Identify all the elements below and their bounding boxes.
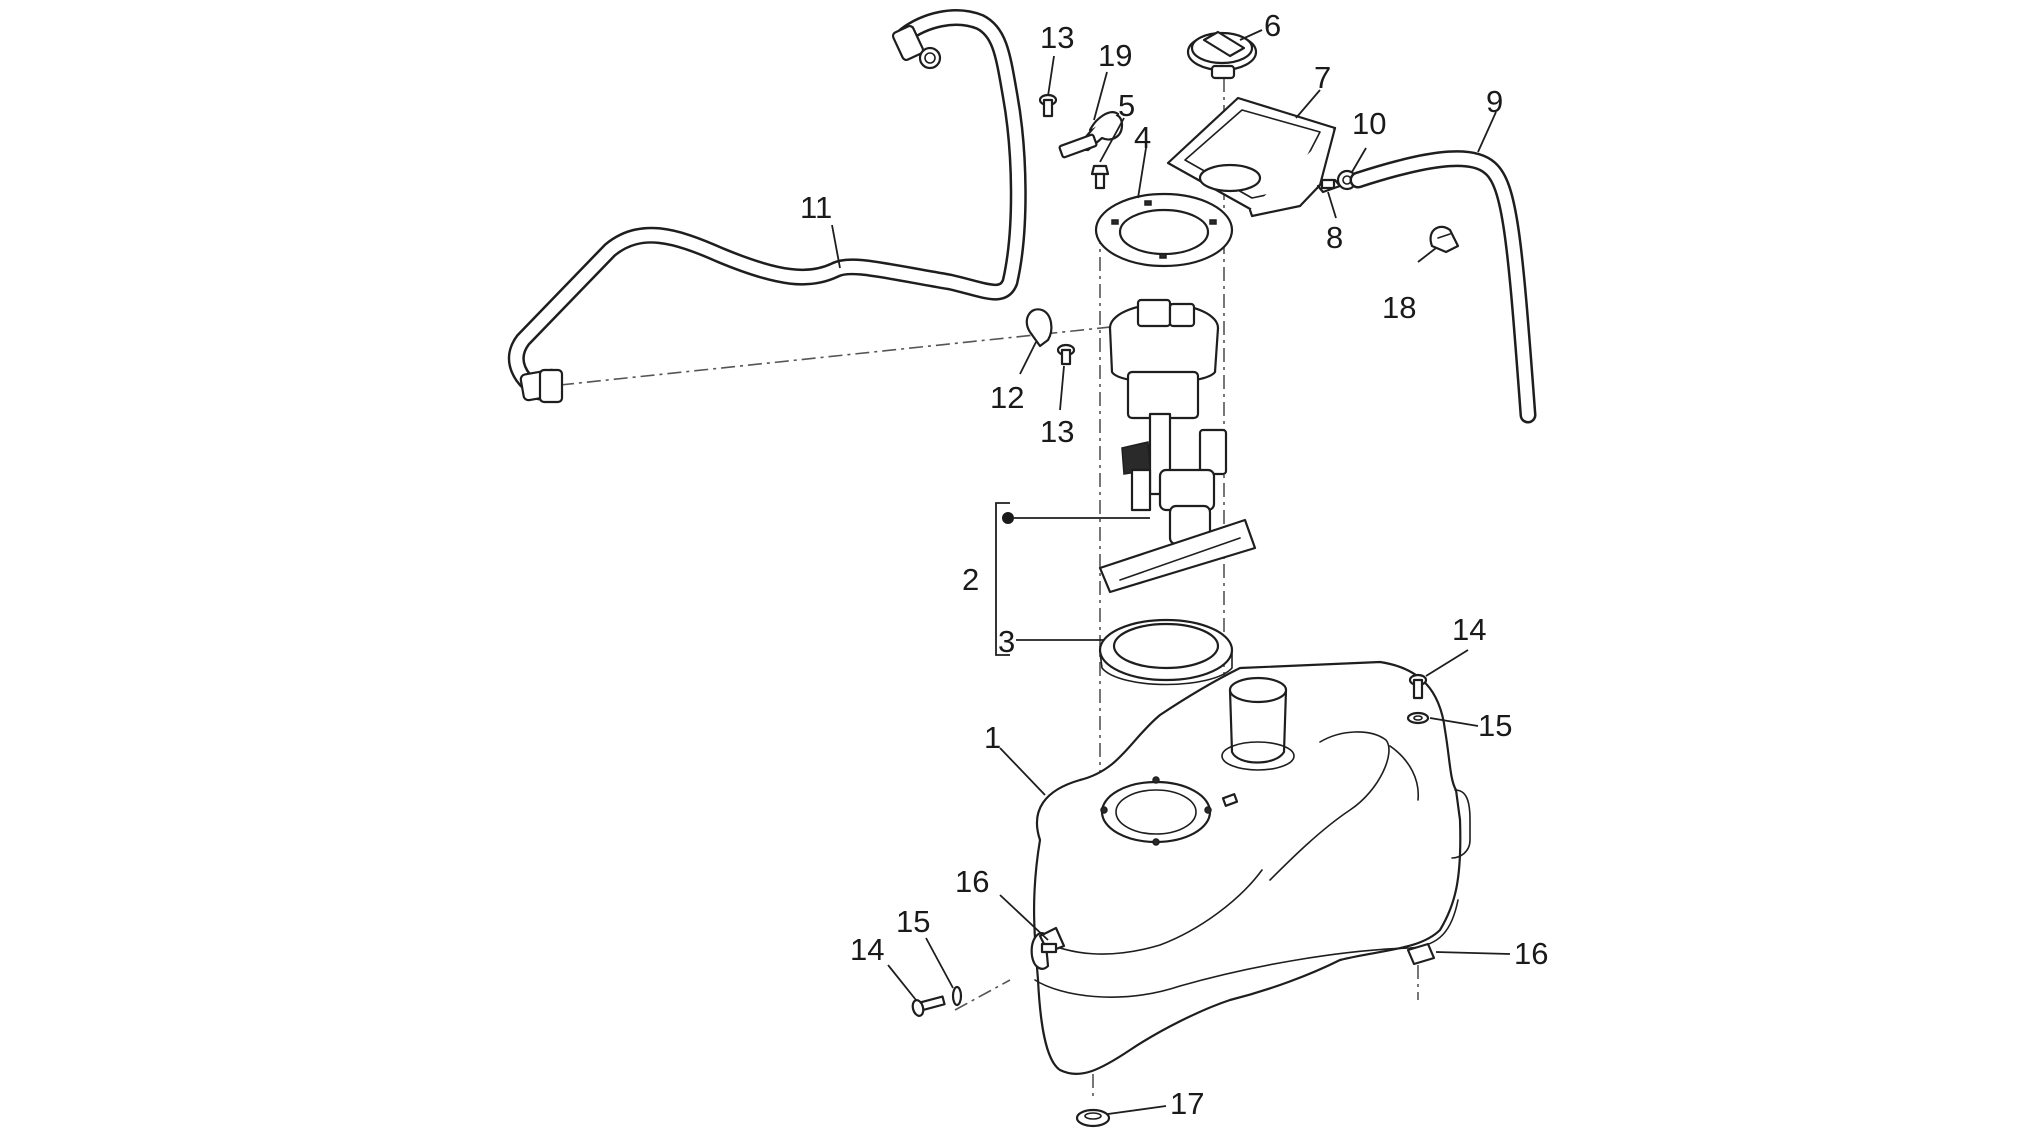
callout-6: 6 — [1264, 8, 1281, 43]
callout-15-left: 15 — [896, 904, 930, 939]
callout-5: 5 — [1118, 88, 1135, 123]
leader-lines — [831, 29, 1511, 1115]
screw-13-top — [1038, 93, 1058, 118]
hose-clamp-top — [1058, 111, 1124, 159]
callout-11: 11 — [800, 190, 832, 225]
bolt-14-left — [911, 995, 946, 1017]
callout-18: 18 — [1382, 290, 1416, 325]
clip-nut-16-left — [1038, 926, 1066, 954]
callout-15-right: 15 — [1478, 708, 1512, 743]
callout-19: 19 — [1098, 38, 1132, 73]
washer-15-left — [951, 985, 963, 1007]
grommet-17 — [1075, 1108, 1111, 1128]
callout-16-left: 16 — [955, 864, 989, 899]
bullet-dot — [1002, 512, 1014, 524]
callout-14-left: 14 — [850, 932, 884, 967]
fuel-pump-assembly — [1098, 298, 1257, 594]
callout-2: 2 — [962, 562, 979, 597]
callout-8: 8 — [1326, 220, 1343, 255]
bolt-14-right — [1408, 673, 1428, 700]
drain-hose — [1349, 150, 1537, 424]
callout-17: 17 — [1170, 1086, 1204, 1121]
pump-retaining-ring — [1094, 192, 1234, 268]
filler-tray — [1166, 96, 1337, 218]
callout-13-lower: 13 — [1040, 414, 1074, 449]
hose-clamp-18 — [1429, 225, 1460, 254]
hose-clip-12 — [1025, 308, 1053, 348]
callout-9: 9 — [1486, 84, 1503, 119]
callout-1: 1 — [984, 720, 1001, 755]
callout-16-right: 16 — [1514, 936, 1548, 971]
callout-3: 3 — [998, 624, 1015, 659]
callout-10: 10 — [1352, 106, 1386, 141]
clip-nut-16-right — [1406, 942, 1436, 966]
fuel-hose-long — [507, 9, 1027, 404]
callout-numbers: 1 2 3 4 5 6 7 8 9 10 11 12 13 13 14 14 1… — [800, 8, 1548, 1121]
callout-14-right: 14 — [1452, 612, 1486, 647]
fuel-cap — [1186, 30, 1258, 80]
drain-nipple — [1316, 178, 1342, 194]
pump-seal-ring — [1098, 618, 1234, 686]
callout-7: 7 — [1314, 60, 1331, 95]
callout-4: 4 — [1134, 120, 1151, 155]
callout-12: 12 — [990, 380, 1024, 415]
bolt-5 — [1090, 164, 1110, 190]
assembly-bracket — [995, 502, 1014, 656]
washer-15-right — [1406, 711, 1430, 725]
fuel-tank — [1030, 660, 1471, 1075]
callout-13-top: 13 — [1040, 20, 1074, 55]
screw-13-lower — [1056, 343, 1076, 366]
